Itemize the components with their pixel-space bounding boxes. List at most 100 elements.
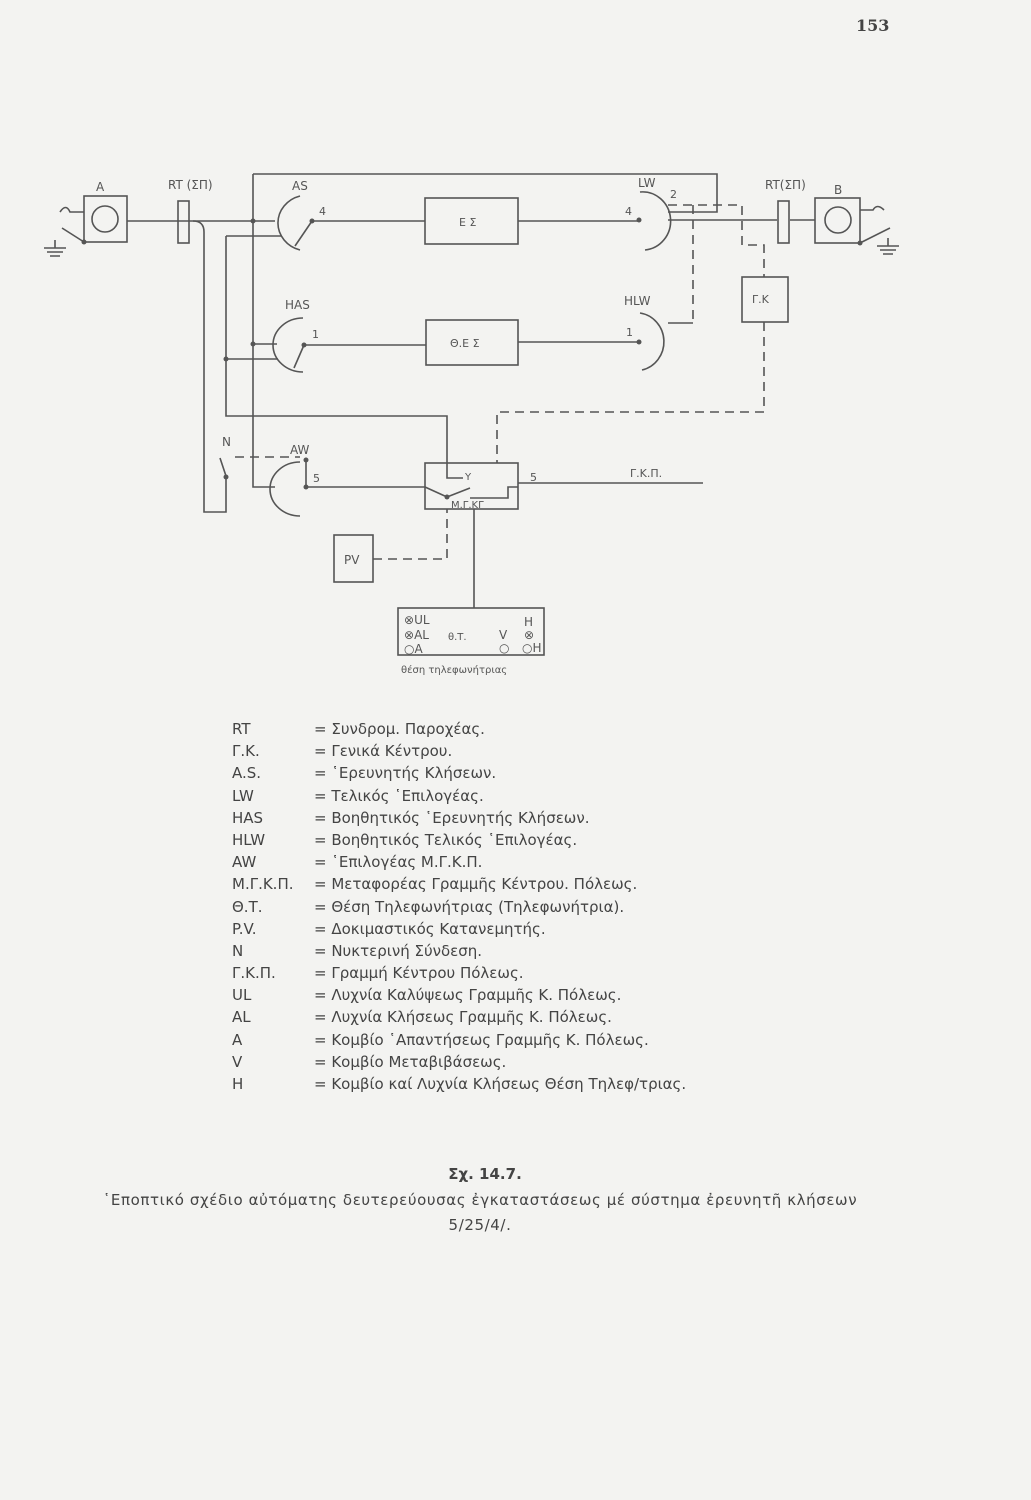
rt-right-box [777,200,790,244]
label-mgkp: Μ.Γ.ΚΓ [451,500,484,511]
legend-value: = Συνδρομ. Παροχέας. [314,720,485,738]
legend-row: HLW= Βοηθητικός Τελικός ῾Επιλογέας. [232,831,686,853]
label-aw: AW [290,443,310,457]
label-gk: Γ.Κ [752,293,770,306]
legend-row: H = Κομβίο καί Λυχνία Κλήσεως Θέση Τηλεφ/… [232,1075,686,1097]
night-switch [219,457,227,477]
label-pv: PV [344,553,360,567]
legend-key: H [232,1075,244,1093]
button-v: ○ [499,641,509,655]
legend-value: = Κομβίο καί Λυχνία Κλήσεως Θέση Τηλεφ/τ… [314,1075,687,1093]
label-b: B [834,183,842,197]
legend-value: = Κομβίο Μεταβιβάσεως. [314,1052,507,1071]
label-hlw: HLW [624,294,651,308]
figure-caption-line1: ῾Εποπτικό σχέδιο αὐτόματης δευτερεύουσας… [102,1191,858,1209]
label-n: N [222,435,231,449]
legend-row: A = Κομβίο ῾Απαντήσεως Γραμμῆς Κ. Πόλεως. [232,1031,686,1053]
label-as: AS [292,179,308,193]
label-bes: Θ.Ε Σ [450,337,480,350]
legend-row: HAS = Βοηθητικός ῾Ερευνητής Κλήσεων. [232,809,686,831]
operator-position-caption: θέση τηλεφωνήτριας [401,664,507,676]
legend-value: = ῾Ερευνητής Κλήσεων. [314,764,497,783]
label-gkp: Γ.Κ.Π. [630,467,662,480]
legend-row: N = Νυκτερινή Σύνδεση. [232,942,686,964]
lw-selector-arc [639,191,672,251]
legend-value: = Γραμμή Κέντρου Πόλεως. [314,964,524,983]
legend-row: UL = Λυχνία Καλύψεως Γραμμῆς Κ. Πόλεως. [232,986,686,1008]
legend: RT = Συνδρομ. Παροχέας. Γ.Κ. = Γενικά Κέντρ… [232,720,686,1097]
legend-key: Θ.Τ. [232,897,263,916]
legend-key: A [232,1030,243,1049]
legend-value: = Γενικά Κέντρου. [314,742,453,761]
legend-row: Γ.Κ. = Γενικά Κέντρου. [232,742,686,764]
label-v: V [499,628,508,642]
legend-value: = Δοκιμαστικός Κατανεμητής. [314,919,546,938]
mgkp-box [424,462,519,510]
legend-key: AW [232,853,257,872]
legend-row: A.S. = ῾Ερευνητής Κλήσεων. [232,764,686,786]
legend-row: Γ.Κ.Π. = Γραμμή Κέντρου Πόλεως. [232,964,686,986]
legend-key: LW [232,786,254,805]
legend-key: HLW [232,830,266,849]
legend-key: A.S. [232,764,262,783]
lamp-ul: ⊗UL [404,613,430,627]
legend-key: HAS [232,808,264,827]
operator-position-box [397,607,545,656]
label-h: H [524,615,533,629]
legend-value: = Βοηθητικός ῾Ερευνητής Κλήσεων. [314,808,590,827]
legend-key: P.V. [232,919,257,938]
label-a: A [96,180,105,194]
legend-row: AL= Λυχνία Κλήσεως Γραμμῆς Κ. Πόλεως. [232,1008,686,1030]
legend-value: = ῾Επιλογέας Μ.Γ.Κ.Π. [314,853,483,872]
label-rt-left: RT (ΣΠ) [168,178,213,192]
label-es: Ε Σ [459,216,476,229]
aw-selector-arc [269,461,301,517]
legend-key: N [232,941,244,960]
as-selector-arc [277,195,301,251]
legend-value: = Λυχνία Κλήσεως Γραμμῆς Κ. Πόλεως. [314,1008,612,1027]
button-a: ○A [404,642,423,656]
contact-aw: 5 [313,472,320,485]
legend-key: V [232,1052,243,1071]
lamp-al: ⊗AL [404,628,429,642]
contact-has: 1 [312,328,319,341]
legend-value: = Μεταφορέας Γραμμῆς Κέντρου. Πόλεως. [314,875,638,894]
contact-mgkp: 5 [530,471,537,484]
legend-key: Γ.Κ. [232,742,260,761]
legend-key: Γ.Κ.Π. [232,964,276,983]
label-rt-right: RT(ΣΠ) [765,178,806,192]
bes-box [425,319,519,366]
legend-value: = Νυκτερινή Σύνδεση. [314,941,483,960]
legend-value: = Τελικός ῾Επιλογέας. [314,786,484,805]
figure-caption-line2: 5/25/4/. [448,1216,512,1234]
ground-icon-left [44,240,66,257]
legend-row: V = Κομβίο Μεταβιβάσεως. [232,1053,686,1075]
contact-as: 4 [319,205,326,218]
label-lw: LW [638,176,656,190]
legend-row: AW = ῾Επιλογέας Μ.Γ.Κ.Π. [232,853,686,875]
legend-key: RT [232,720,251,738]
legend-key: UL [232,986,252,1005]
legend-row: LW = Τελικός ῾Επιλογέας. [232,787,686,809]
gk-box [741,276,789,323]
legend-value: = Κομβίο ῾Απαντήσεως Γραμμῆς Κ. Πόλεως. [314,1030,649,1049]
lamp-h: ⊗ [524,628,534,642]
legend-row: Θ.Τ.= Θέση Τηλεφωνήτριας (Τηλεφωνήτρια). [232,898,686,920]
figure-number: Σχ. 14.7. [448,1165,522,1183]
figure-caption: ῾Εποπτικό σχέδιο αὐτόματης δευτερεύουσας… [40,1188,920,1238]
legend-row: P.V. = Δοκιμαστικός Κατανεμητής. [232,920,686,942]
contact-lw-out: 2 [670,188,677,201]
button-h: ○H [522,641,542,655]
label-y: Y [464,472,472,483]
subscriber-a-telephone [59,195,128,245]
rt-left-box [177,200,190,244]
legend-key: Μ.Γ.Κ.Π. [232,875,294,894]
legend-value: = Λυχνία Καλύψεως Γραμμῆς Κ. Πόλεως. [314,986,622,1005]
ground-icon-right [877,238,899,255]
page-number: 153 [856,16,890,35]
legend-row: Μ.Γ.Κ.Π. = Μεταφορέας Γραμμῆς Κέντρου. Πό… [232,875,686,897]
es-box [424,197,519,245]
label-ot: θ.Τ. [448,632,467,643]
contact-hlw: 1 [626,326,633,339]
